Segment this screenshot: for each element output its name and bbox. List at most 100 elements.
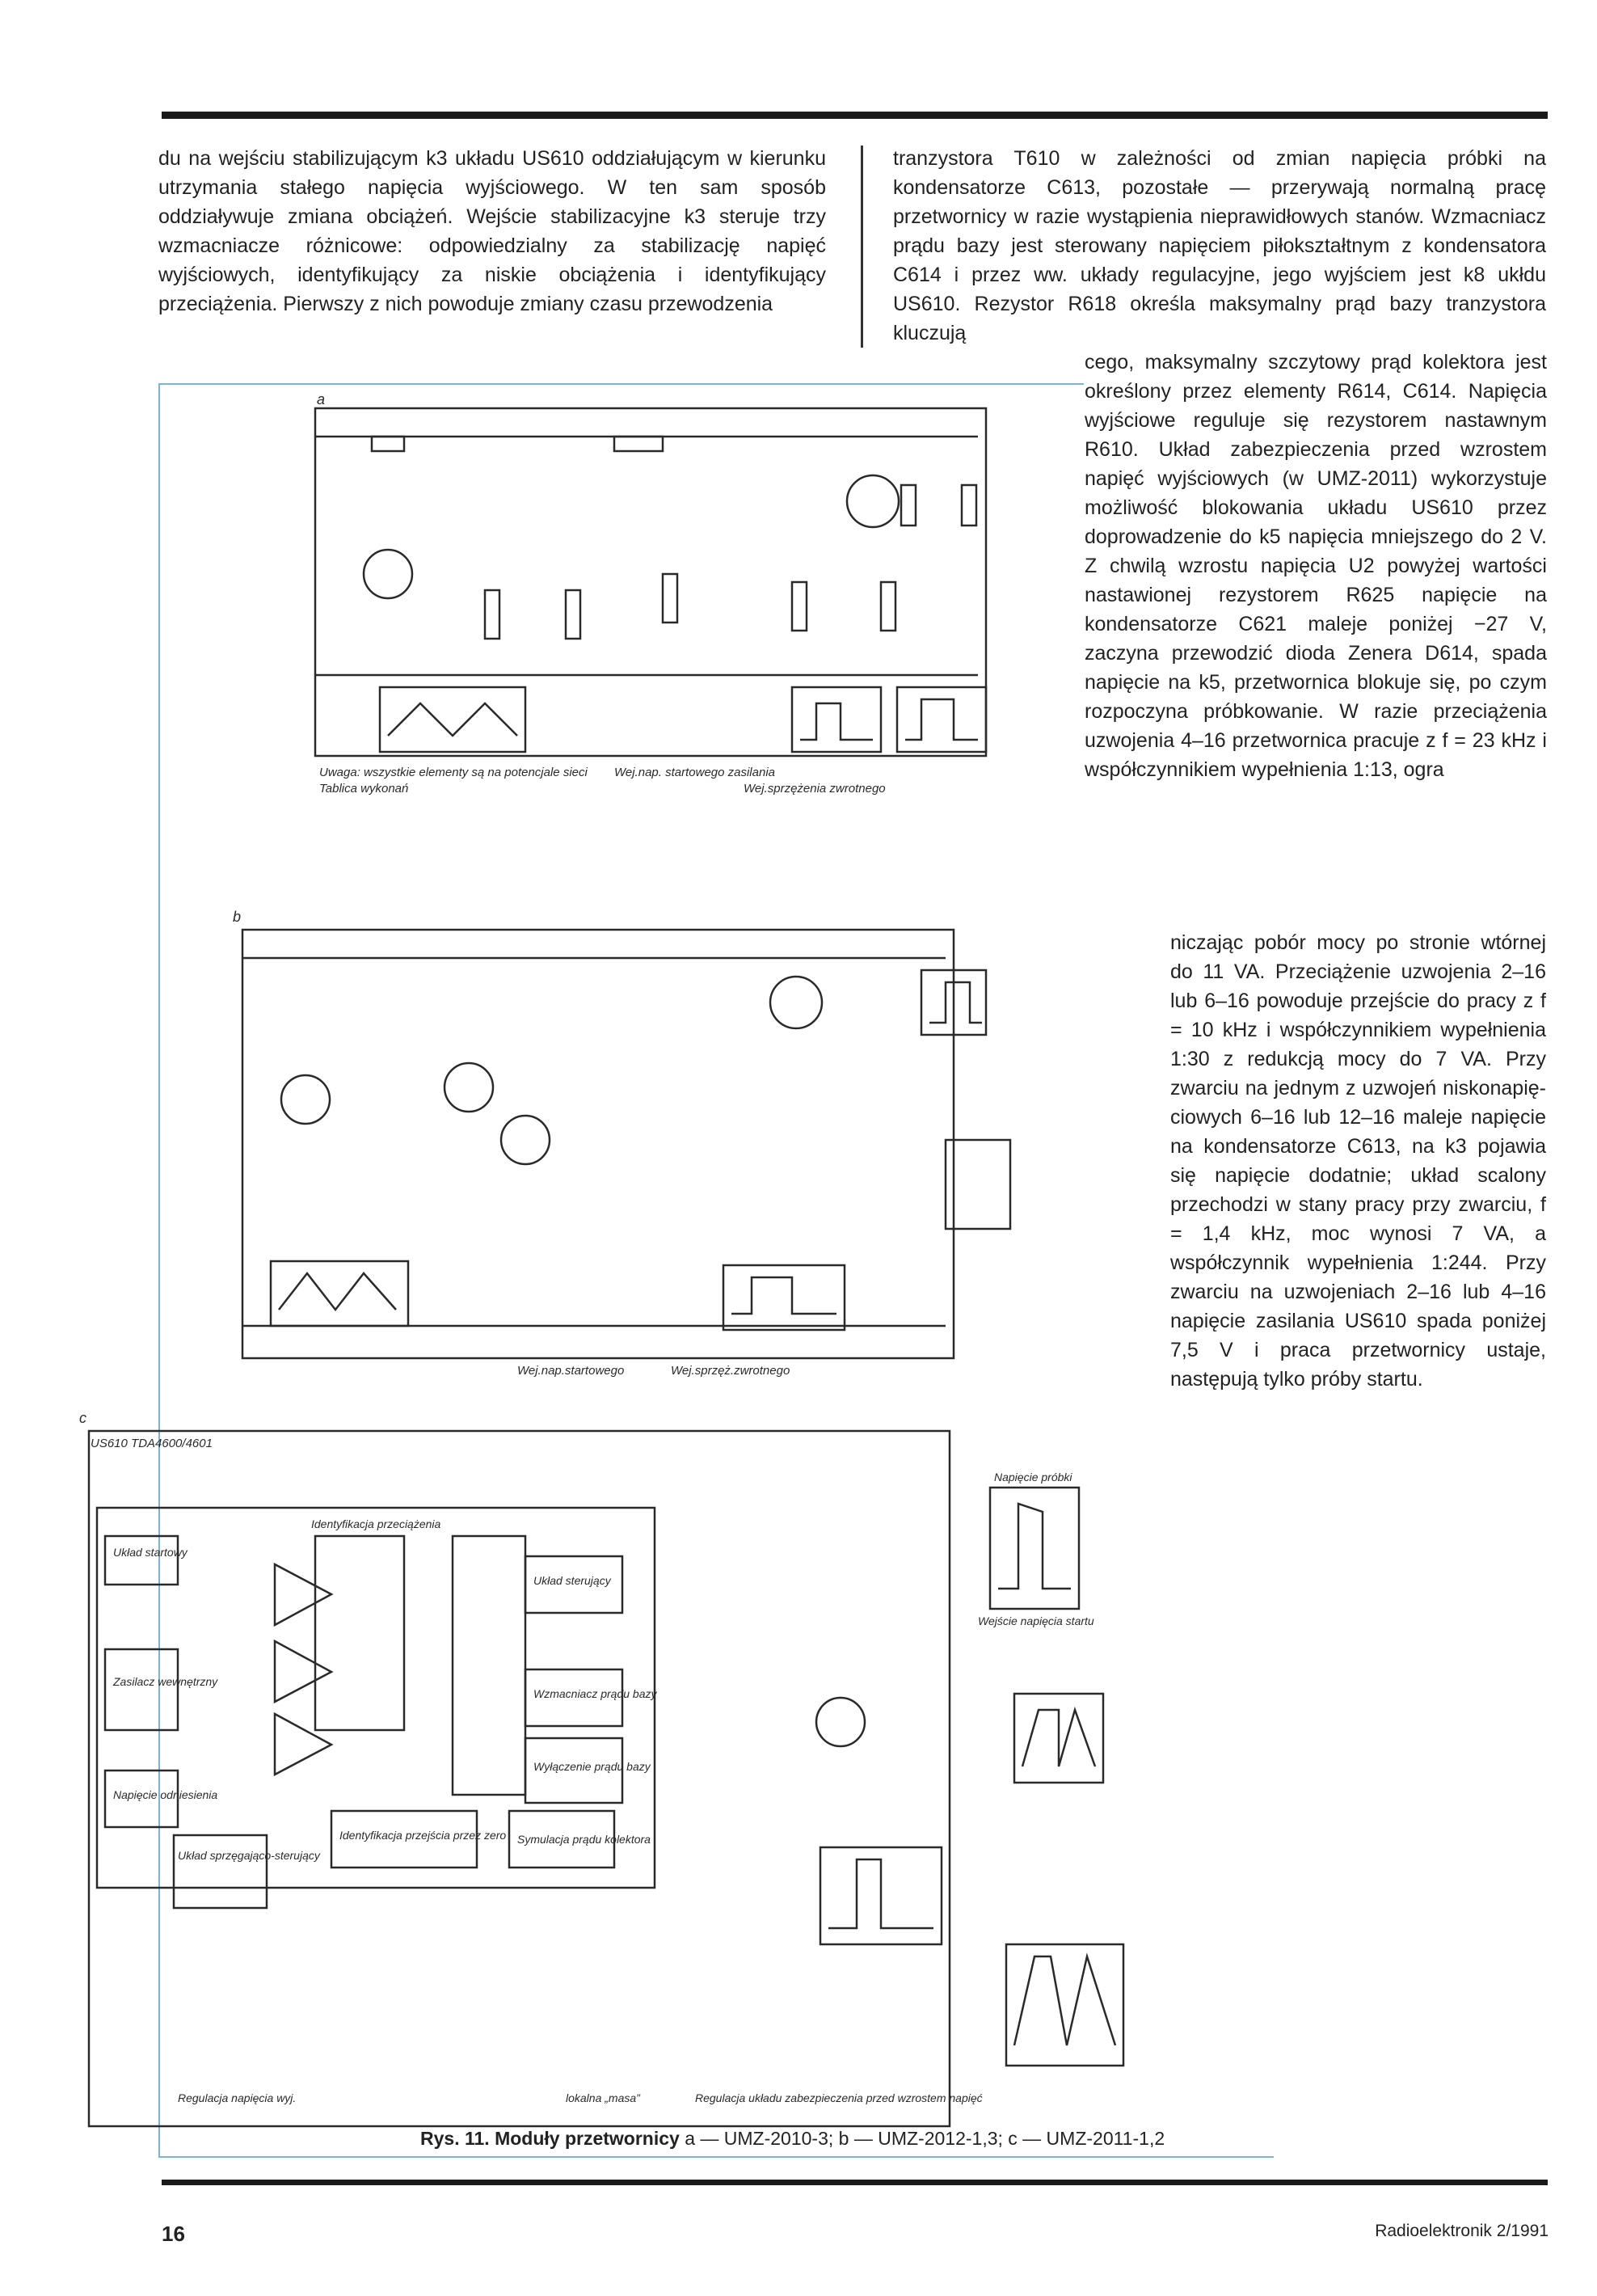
block-label: Symulacja prądu kolektora [517, 1833, 651, 1846]
block-label: Identyfikacja przeciążenia [311, 1517, 441, 1530]
resistor [613, 435, 664, 453]
oscilloscope-trace-box [895, 686, 988, 753]
block-label: Układ sprzęga­jąco-sterujący [178, 1849, 321, 1862]
resistor [564, 589, 582, 640]
oscilloscope-trace-box [790, 686, 883, 753]
amplifier-symbol [273, 1639, 334, 1704]
waveform-trace [828, 1858, 933, 1930]
panel-note: Regulacja napięcia wyj. [178, 2091, 296, 2104]
paragraph: tranzystora T610 w zależności od zmian n… [893, 147, 1546, 344]
block-base-current-amp [524, 1555, 624, 1614]
block-label: Układ sterujący [533, 1574, 612, 1587]
block-collector-sim [330, 1809, 478, 1869]
oscilloscope-trace-box [1005, 1943, 1125, 2067]
text-column-right-top: tranzystora T610 w zależności od zmian n… [893, 144, 1546, 348]
page-number: 16 [162, 2222, 185, 2246]
block-control [451, 1534, 527, 1796]
block-label: Wyłączenie prądu bazy [533, 1760, 651, 1773]
panel-label: c [79, 1410, 86, 1426]
panel-b-border [241, 928, 955, 1360]
scope-label: Wejście napięcia startu [978, 1614, 1094, 1627]
caption-text: a — UMZ-2010-3; b — UMZ-2012-1,3; c — UM… [679, 2128, 1165, 2149]
waveform-trace [1013, 1952, 1117, 2046]
block-coupling [524, 1737, 624, 1804]
text-column-left: du na wejściu stabilizującym k3 układu U… [158, 144, 826, 319]
resistor [483, 589, 501, 640]
figure-frame [158, 2156, 1274, 2158]
waveform-trace [1021, 1706, 1097, 1767]
panel-note: Wej.nap.startowego [517, 1364, 624, 1378]
bottom-rule [162, 2180, 1548, 2185]
panel-note: Wej.nap. startowego zasilania [614, 766, 775, 779]
amplifier-symbol [273, 1711, 334, 1777]
oscilloscope-trace-box [920, 969, 988, 1036]
magazine-issue: Radioelektronik 2/1991 [1375, 2222, 1549, 2240]
amplifier-symbol [273, 1562, 334, 1627]
ic-label: US610 TDA4600/4601 [91, 1437, 213, 1450]
oscilloscope-trace-box [722, 1264, 846, 1332]
block-label: Identyfikacja przejścia przez zero [339, 1829, 506, 1842]
ic-US610-outline [95, 1506, 656, 1889]
block-label: Zasilacz wewnętrzny [112, 1675, 218, 1688]
figure-caption: Rys. 11. Moduły przetwornicy a — UMZ-201… [420, 2128, 1165, 2150]
transistor-T601 [769, 975, 824, 1030]
block-zero-crossing [172, 1834, 268, 1910]
caption-title: Rys. 11. Moduły przetwornicy [420, 2128, 680, 2149]
resistor [900, 483, 917, 527]
block-startup [103, 1534, 179, 1586]
block-reference-voltage [103, 1769, 179, 1829]
paragraph: cego, maksymalny szczytowy prąd ko­lekto… [1085, 351, 1547, 781]
panel-note: Regulacja układu zabezpieczenia przed wz… [695, 2091, 983, 2104]
resistor [790, 580, 808, 632]
block-flipflop [314, 1534, 406, 1732]
panel-c-border [87, 1429, 951, 2128]
waveform-trace [929, 981, 982, 1024]
panel-a-border [314, 407, 988, 758]
transistor-T602 [443, 1061, 495, 1113]
resistor [370, 435, 406, 453]
waveform-trace [731, 1276, 836, 1315]
waveform-trace [387, 702, 518, 737]
resistor [879, 580, 897, 632]
panel-note: lokalna „masa” [566, 2091, 641, 2104]
figure-frame [158, 383, 1084, 385]
transistor-T600 [280, 1074, 331, 1125]
oscilloscope-trace-box [378, 686, 527, 753]
panel-note: Uwaga: wszystkie elementy są na potencja… [319, 766, 588, 779]
oscilloscope-trace-box [988, 1486, 1081, 1610]
figure-frame [158, 383, 160, 2158]
block-internal-supply [103, 1648, 179, 1732]
paragraph: du na wejściu stabilizującym k3 układu U… [158, 147, 826, 315]
block-label: Wzmacniacz prądu bazy [533, 1687, 658, 1700]
waveform-trace [278, 1271, 397, 1312]
waveform-trace [998, 1502, 1071, 1590]
column-divider [861, 146, 863, 348]
oscilloscope-trace-box [1013, 1692, 1105, 1784]
top-rule [162, 112, 1548, 119]
oscilloscope-trace-box [819, 1846, 943, 1946]
resistor [960, 483, 978, 527]
oscilloscope-trace-box [269, 1260, 410, 1327]
resistor [661, 572, 679, 624]
transistor-T600 [362, 548, 414, 600]
panel-note: Wej.sprzężenia zwrotnego [744, 782, 886, 796]
block-label: Układ startowy [113, 1546, 188, 1559]
panel-label: a [317, 391, 325, 407]
text-column-right-middle: cego, maksymalny szczytowy prąd ko­lekto… [1085, 348, 1547, 784]
waveform-trace [800, 702, 873, 741]
block-base-current-off [524, 1668, 624, 1728]
transistor-T601 [845, 474, 900, 529]
scope-label: Napięcie próbki [994, 1471, 1072, 1484]
transistor-T610 [815, 1696, 866, 1748]
text-column-right-bottom: niczając pobór mocy po stronie wtórnej d… [1170, 928, 1546, 1394]
panel-note: Wej.sprzęż.zwrotnego [671, 1364, 790, 1378]
panel-label: b [233, 909, 241, 925]
waveform-trace [905, 698, 978, 741]
panel-note: Tablica wykonań [319, 782, 408, 796]
transistor-T603 [499, 1114, 551, 1166]
oscilloscope-trace-box [944, 1138, 1012, 1230]
block-label: Napięcie odniesienia [113, 1788, 217, 1801]
paragraph: niczając pobór mocy po stronie wtórnej d… [1170, 931, 1546, 1391]
block-blocking [508, 1809, 616, 1869]
